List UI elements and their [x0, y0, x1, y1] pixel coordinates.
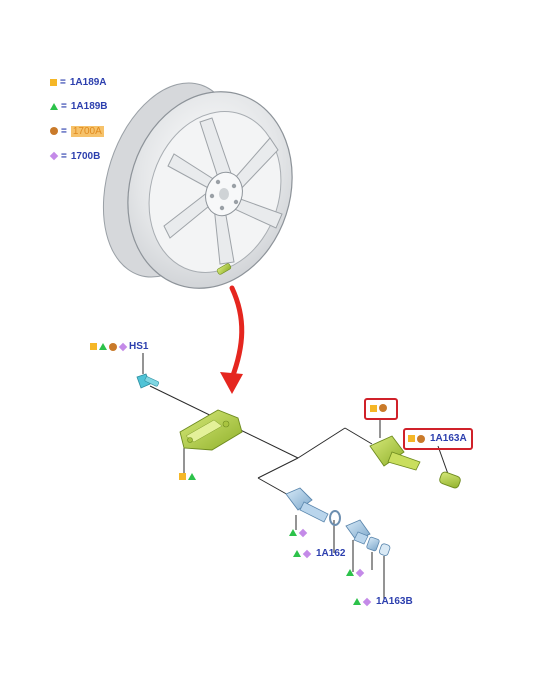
legend-row-diamond: = 1700B	[49, 149, 101, 163]
circle-icon	[109, 342, 117, 351]
circle-icon	[50, 127, 58, 135]
tpms-sensor-icon	[179, 409, 243, 451]
legend-row-circle: = 1700A	[50, 124, 104, 138]
legend-row-square: = 1A189A	[50, 75, 107, 89]
1a162-label-group: 1A162	[293, 548, 345, 559]
wheel-rim-icon	[102, 82, 293, 289]
part-label-1a162: 1A162	[316, 548, 346, 559]
diamond-icon	[302, 549, 312, 558]
1a163b-label-group: 1A163B	[353, 596, 413, 607]
sensor-symbols	[179, 473, 196, 480]
blue-valve-stem-icon	[285, 487, 329, 523]
triangle-icon	[188, 473, 196, 480]
blue-stem-symbols	[289, 528, 308, 537]
blue-cap-icon	[366, 536, 391, 556]
blue-nut-icon	[345, 519, 371, 545]
hs1-label-group: HS1	[90, 341, 148, 352]
part-label-1a163a: 1A163A	[430, 433, 467, 444]
legend-code: 1A189B	[70, 100, 108, 112]
circle-icon	[379, 404, 387, 412]
valve-stem-symbols	[370, 404, 387, 412]
triangle-icon	[50, 102, 58, 110]
triangle-icon	[346, 569, 354, 576]
circle-icon	[417, 434, 425, 443]
1a163a-label-group: 1A163A	[408, 433, 467, 444]
nut-symbols	[346, 568, 365, 577]
legend-row-triangle: = 1A189B	[50, 99, 108, 113]
valve-cap-icon	[439, 471, 461, 489]
valve-stem-icon	[369, 435, 421, 471]
triangle-icon	[289, 529, 297, 536]
red-arrow-icon	[220, 285, 245, 394]
triangle-icon	[99, 343, 107, 350]
legend-code-highlighted: 1700A	[70, 125, 104, 137]
legend-code: 1A189A	[69, 76, 107, 88]
callout-box-1a163a	[403, 428, 473, 450]
diamond-icon	[298, 528, 308, 537]
diamond-icon	[362, 597, 372, 606]
square-icon	[90, 343, 97, 350]
callout-box-valve-stem	[364, 398, 398, 420]
triangle-icon	[293, 550, 301, 557]
square-icon	[408, 435, 415, 442]
torx-screw-icon	[136, 373, 159, 389]
square-icon	[370, 404, 377, 412]
part-label-hs1: HS1	[129, 341, 149, 352]
diamond-icon	[118, 342, 128, 351]
triangle-icon	[353, 598, 361, 605]
square-icon	[50, 78, 57, 86]
seal-ring-icon	[329, 510, 341, 526]
legend-code: 1700B	[70, 150, 101, 162]
part-label-1a163b: 1A163B	[376, 596, 413, 607]
square-icon	[179, 473, 186, 480]
diamond-icon	[49, 151, 59, 161]
diamond-icon	[355, 568, 365, 577]
valve-on-wheel-icon	[216, 263, 232, 275]
